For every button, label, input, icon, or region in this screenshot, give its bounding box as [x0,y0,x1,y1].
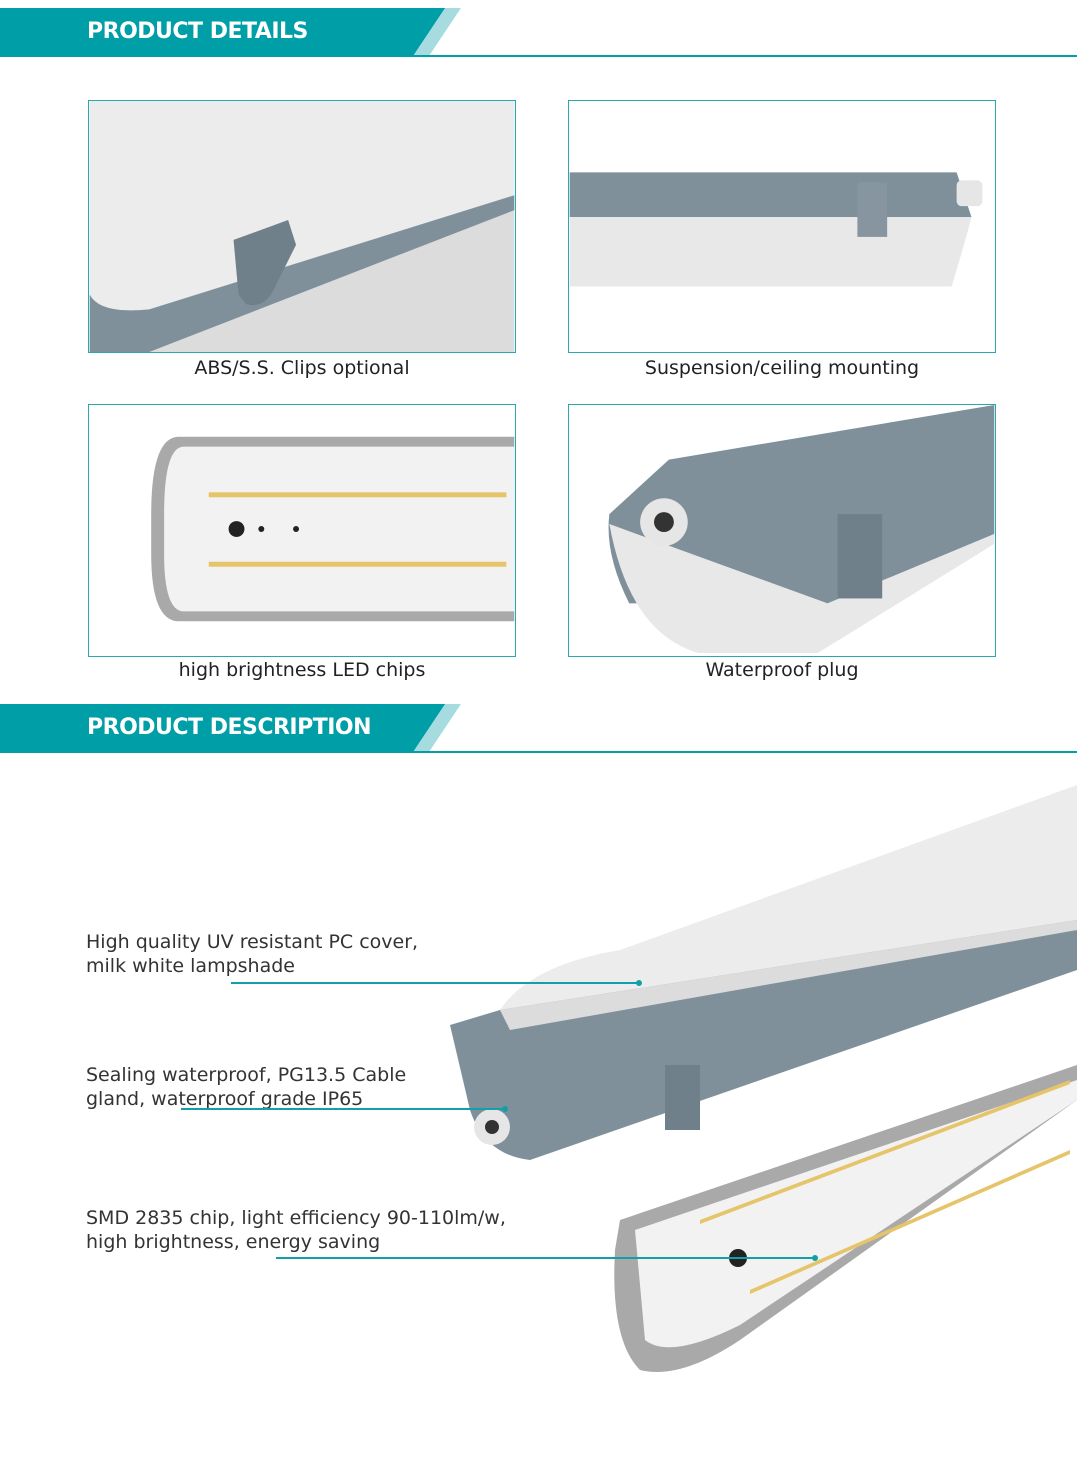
leader-line [276,1255,818,1261]
caption: Suspension/ceiling mounting [644,357,920,379]
section-title: PRODUCT DESCRIPTION [87,715,372,740]
product-details-header: PRODUCT DETAILS [0,8,1077,58]
feature-text: milk white lampshade [86,955,295,977]
feature-text: gland, waterproof grade IP65 [86,1088,364,1110]
header-divider [0,751,1077,753]
detail-image-led-chips [88,404,516,657]
feature-text: SMD 2835 chip, light efficiency 90-110lm… [86,1207,506,1229]
feature-text: High quality UV resistant PC cover, [86,931,419,953]
leader-line [231,980,642,986]
leader-line [181,1106,508,1112]
feature-smd-chip: SMD 2835 chip, light efficiency 90-110lm… [86,1206,506,1254]
header-band [0,8,460,56]
detail-image-clips [88,100,516,353]
caption: ABS/S.S. Clips optional [194,357,410,379]
header-divider [0,55,1077,57]
caption: high brightness LED chips [178,659,426,681]
detail-image-mounting [568,100,996,353]
section-title: PRODUCT DETAILS [87,19,308,44]
detail-image-waterproof-plug [568,404,996,657]
product-description-header: PRODUCT DESCRIPTION [0,704,1077,754]
feature-text: Sealing waterproof, PG13.5 Cable [86,1064,407,1086]
caption: Waterproof plug [705,659,859,681]
header-band [0,704,460,752]
product-image-main [450,785,1077,1372]
feature-text: high brightness, energy saving [86,1231,381,1253]
feature-pc-cover: High quality UV resistant PC cover,milk … [86,930,418,978]
